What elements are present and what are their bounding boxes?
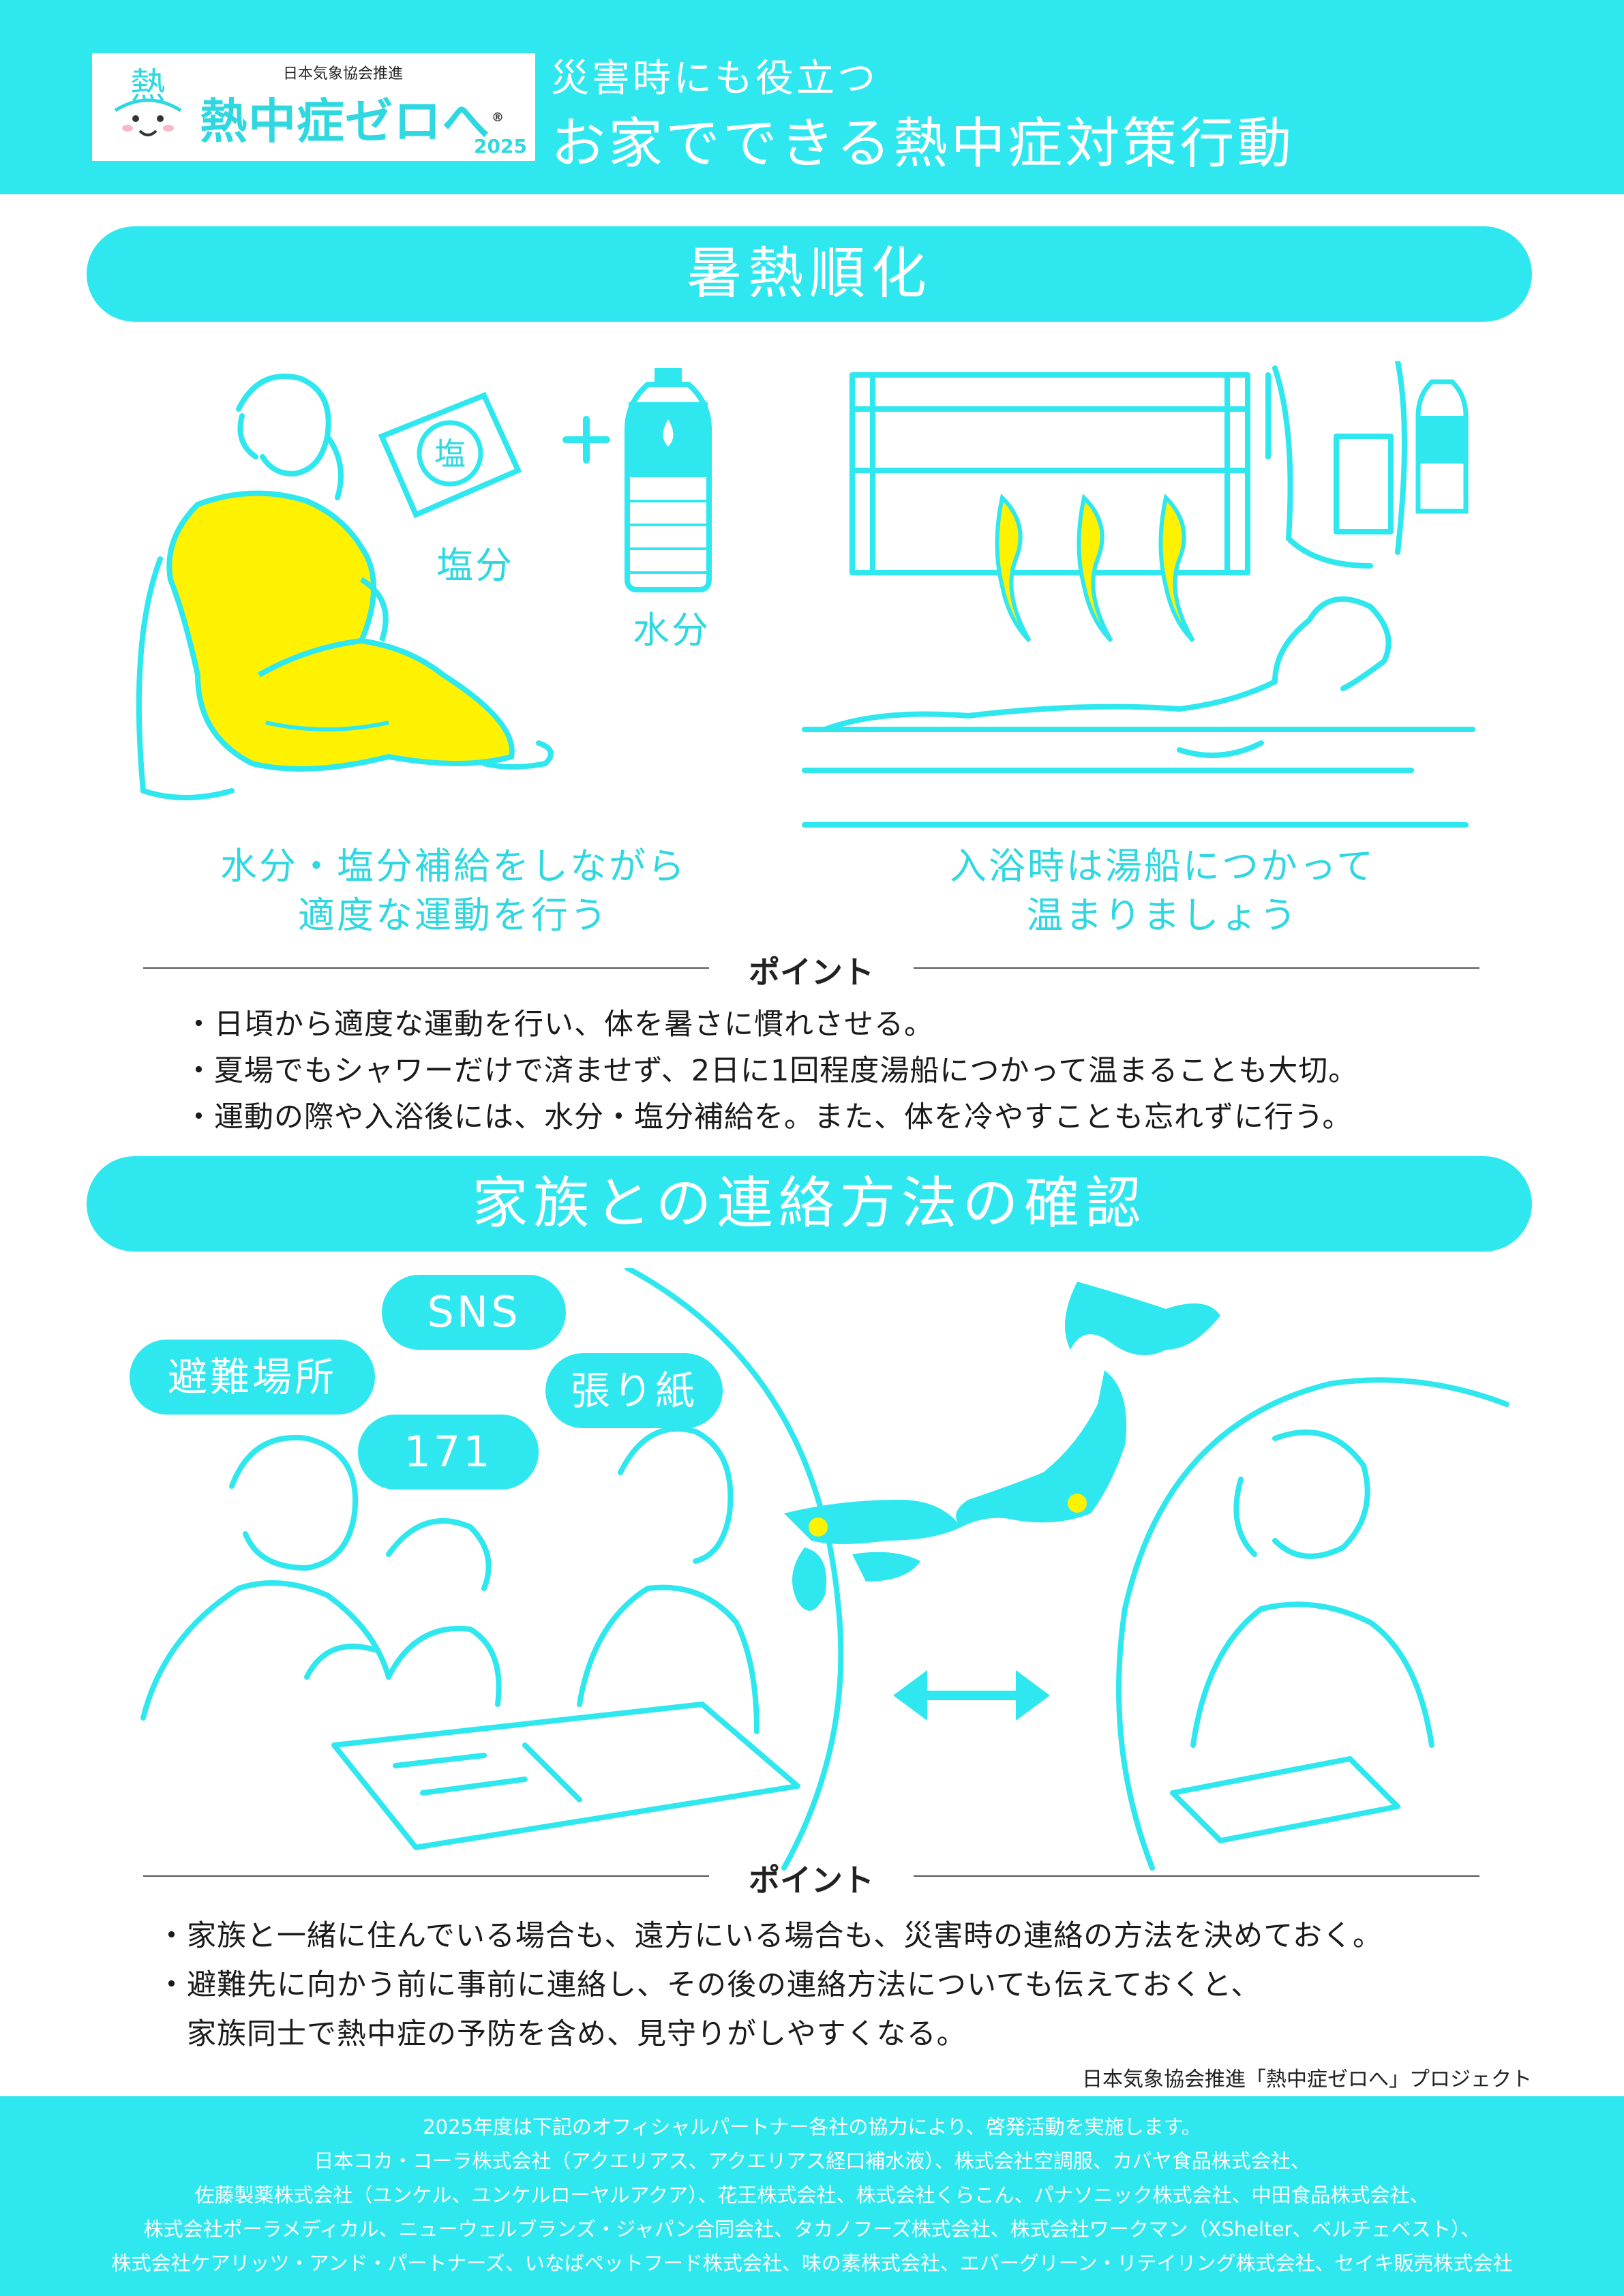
point-2-1: ・家族と一緒に住んでいる場合も、遠方にいる場合も、災害時の連絡の方法を決めておく…	[157, 1919, 1383, 1953]
bubble-shelter: 避難場所	[130, 1340, 375, 1415]
point-1-3: ・運動の際や入浴後には、水分・塩分補給を。また、体を冷やすことも忘れずに行う。	[184, 1100, 1353, 1134]
logo-pretext: 日本気象協会推進	[283, 65, 404, 82]
bubble-171: 171	[358, 1415, 539, 1490]
footer-line-5: 株式会社ケアリッツ・アンド・パートナーズ、いなばペットフード株式会社、味の素株式…	[111, 2252, 1513, 2275]
caption-left: 水分・塩分補給をしながら 適度な運動を行う	[220, 845, 687, 937]
bubble-poster: 張り紙	[545, 1353, 723, 1428]
bubble-sns: SNS	[382, 1275, 566, 1350]
japan-map-icon	[784, 1282, 1220, 1611]
water-label: 水分	[633, 609, 710, 652]
family-contact-illustration	[140, 1268, 1509, 1871]
footer-line-2: 日本コカ・コーラ株式会社（アクエリアス、アクエリアス経口補水液）、株式会社空調服…	[314, 2149, 1310, 2173]
header-title: お家でできる熱中症対策行動	[551, 112, 1295, 175]
point-title-1: ポイント	[749, 954, 874, 991]
footer-line-3: 佐藤製薬株式会社（ユンケル、ユンケルローヤルアクア）、花王株式会社、株式会社くら…	[194, 2184, 1430, 2207]
point-1-1: ・日頃から適度な運動を行い、体を暑さに慣れさせる。	[184, 1008, 934, 1042]
registered-mark: ®	[492, 110, 505, 125]
logo: 熱 日本気象協会推進 熱中症ゼロへ® 2025	[92, 53, 535, 161]
logo-year: 2025	[474, 135, 527, 157]
section-family-contact-title: 家族との連絡方法の確認	[87, 1156, 1532, 1252]
map-marker-west	[809, 1517, 828, 1537]
plus-icon	[562, 416, 610, 464]
woman-exercise-illustration: 塩	[136, 368, 712, 800]
footer-partners: 2025年度は下記のオフィシャルパートナー各社の協力により、啓発活動を実施します…	[0, 2096, 1624, 2296]
water-bottle-icon	[625, 368, 712, 592]
project-credit: 日本気象協会推進「熱中症ゼロへ」プロジェクト	[1082, 2068, 1532, 2091]
point-divider-2: ポイント	[143, 1856, 1479, 1899]
footer-line-1: 2025年度は下記のオフィシャルパートナー各社の協力により、啓発活動を実施します…	[423, 2115, 1201, 2139]
point-1-2: ・夏場でもシャワーだけで済ませず、2日に1回程度湯船につかって温まることも大切。	[184, 1054, 1359, 1088]
point-divider-1: ポイント	[143, 948, 1479, 991]
double-arrow-icon	[893, 1670, 1050, 1721]
point-2-3: 家族同士で熱中症の予防を含め、見守りがしやすくなる。	[157, 2017, 967, 2051]
point-2-2: ・避難先に向かう前に事前に連絡し、その後の連絡方法についても伝えておくと、	[157, 1968, 1261, 2002]
footer-line-4: 株式会社ポーラメディカル、ニューウェルブランズ・ジャパン合同会社、タカノフーズ株…	[143, 2218, 1481, 2241]
steam-icon	[995, 493, 1195, 643]
salt-pack-label: 塩	[434, 436, 466, 472]
logo-mascot-icon: 熱	[114, 66, 182, 136]
header-subtitle: 災害時にも役立つ	[551, 57, 878, 101]
salt-pack-icon: 塩	[378, 391, 522, 519]
point-title-2: ポイント	[749, 1862, 874, 1899]
header-banner: 熱 日本気象協会推進 熱中症ゼロへ® 2025 災害時にも役立つ お家でできる熱…	[0, 0, 1624, 194]
salt-label: 塩分	[436, 544, 514, 587]
bottle-small-icon	[1415, 379, 1469, 514]
caption-right: 入浴時は湯船につかって 温まりましょう	[949, 845, 1376, 937]
logo-name: 熱中症ゼロへ®	[200, 93, 505, 149]
section-heat-acclimation-title: 暑熱順化	[87, 226, 1532, 322]
map-marker-east	[1068, 1494, 1087, 1513]
bath-illustration	[802, 361, 1475, 828]
